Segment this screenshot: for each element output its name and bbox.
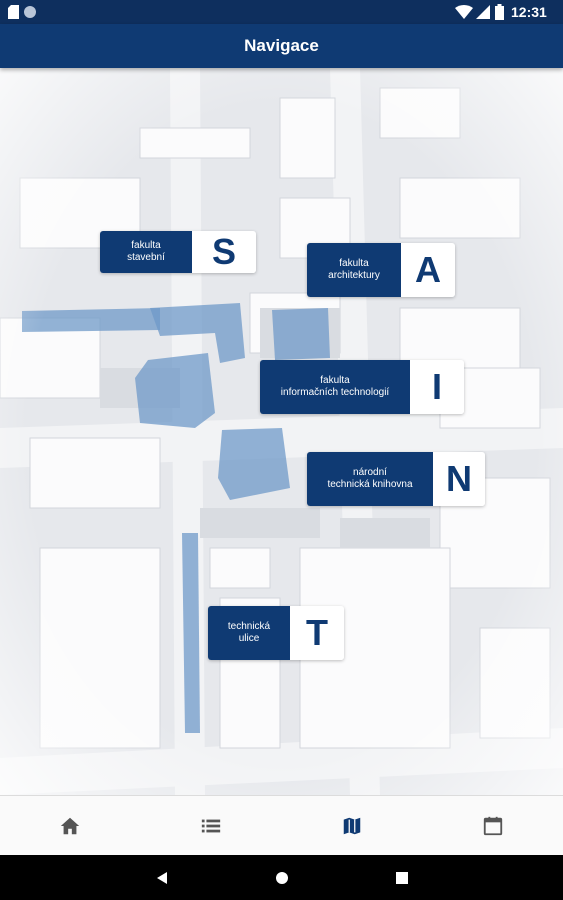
- building-label-a[interactable]: fakulta architektury A: [307, 243, 455, 297]
- status-bar: 12:31: [0, 0, 563, 24]
- campus-map[interactable]: fakulta stavební S fakulta architektury …: [0, 68, 563, 795]
- building-label-n[interactable]: národní technická knihovna N: [307, 452, 485, 506]
- home-button[interactable]: [252, 855, 312, 900]
- status-time: 12:31: [511, 4, 547, 20]
- bottom-navigation: [0, 795, 563, 856]
- building-a-letter: A: [401, 243, 455, 297]
- building-s-letter: S: [192, 231, 256, 273]
- building-t-name: technická ulice: [208, 606, 290, 660]
- map-background: [0, 68, 563, 795]
- back-button[interactable]: [132, 855, 192, 900]
- building-n-name: národní technická knihovna: [307, 452, 433, 506]
- map-icon: [343, 817, 361, 835]
- building-t-letter: T: [290, 606, 344, 660]
- wifi-icon: [455, 5, 473, 19]
- recents-icon: [396, 871, 408, 884]
- recents-button[interactable]: [372, 855, 432, 900]
- building-i-name: fakulta informačních technologií: [260, 360, 410, 414]
- system-navigation-bar: [0, 855, 563, 900]
- nav-list[interactable]: [141, 796, 281, 856]
- notification-icon: [24, 6, 36, 18]
- signal-icon: [476, 5, 490, 19]
- building-i-letter: I: [410, 360, 464, 414]
- building-label-t[interactable]: technická ulice T: [208, 606, 344, 660]
- building-a-name: fakulta architektury: [307, 243, 401, 297]
- building-label-s[interactable]: fakulta stavební S: [100, 231, 256, 273]
- page-title: Navigace: [244, 36, 319, 55]
- sd-card-icon: [8, 5, 19, 19]
- back-icon: [157, 871, 167, 884]
- nav-home[interactable]: [0, 796, 140, 856]
- battery-icon: [495, 4, 504, 20]
- home-icon: [60, 817, 80, 835]
- nav-map[interactable]: [282, 796, 422, 856]
- home-circle-icon: [276, 871, 288, 884]
- building-label-i[interactable]: fakulta informačních technologií I: [260, 360, 464, 414]
- list-icon: [201, 819, 221, 833]
- nav-calendar[interactable]: [423, 796, 563, 856]
- building-s-name: fakulta stavební: [100, 231, 192, 273]
- building-n-letter: N: [433, 452, 485, 506]
- calendar-icon: [483, 816, 503, 836]
- app-bar: Navigace: [0, 24, 563, 68]
